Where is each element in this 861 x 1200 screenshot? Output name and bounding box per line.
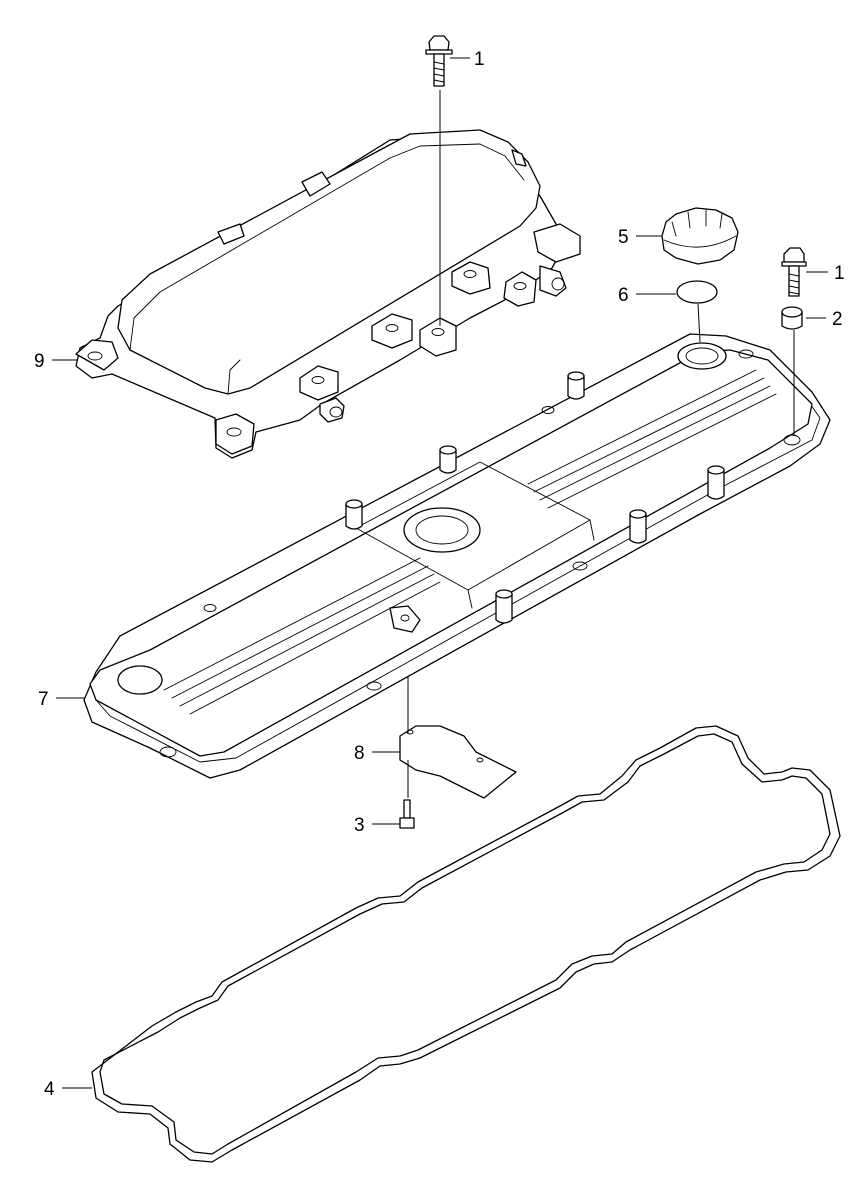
part-4-cover-gasket <box>91 725 841 1163</box>
part-8-gasket-plate <box>399 725 517 799</box>
part-3-screw <box>399 799 415 829</box>
callout-4: 4 <box>44 1079 55 1100</box>
stud-group <box>345 371 725 633</box>
callout-9: 9 <box>34 351 45 372</box>
part-6-o-ring <box>676 280 718 304</box>
callout-3: 3 <box>354 815 365 836</box>
callout-5: 5 <box>618 227 629 248</box>
part-7-valve-cover <box>83 333 831 779</box>
callout-8: 8 <box>354 743 365 764</box>
callout-labels: 1 1 2 3 4 5 6 7 8 9 <box>34 49 845 1100</box>
leader-lines <box>52 57 828 1089</box>
callout-1-right: 1 <box>834 263 845 284</box>
part-5-filler-cap <box>661 207 739 265</box>
callout-2: 2 <box>832 309 843 330</box>
part-1-bolt-top <box>425 35 453 87</box>
part-2-sleeve <box>781 306 803 330</box>
part-9-upper-cover <box>75 129 581 459</box>
callout-7: 7 <box>38 689 49 710</box>
callout-1-top: 1 <box>474 49 485 70</box>
callout-6: 6 <box>618 285 629 306</box>
part-1-bolt-right <box>781 247 807 297</box>
